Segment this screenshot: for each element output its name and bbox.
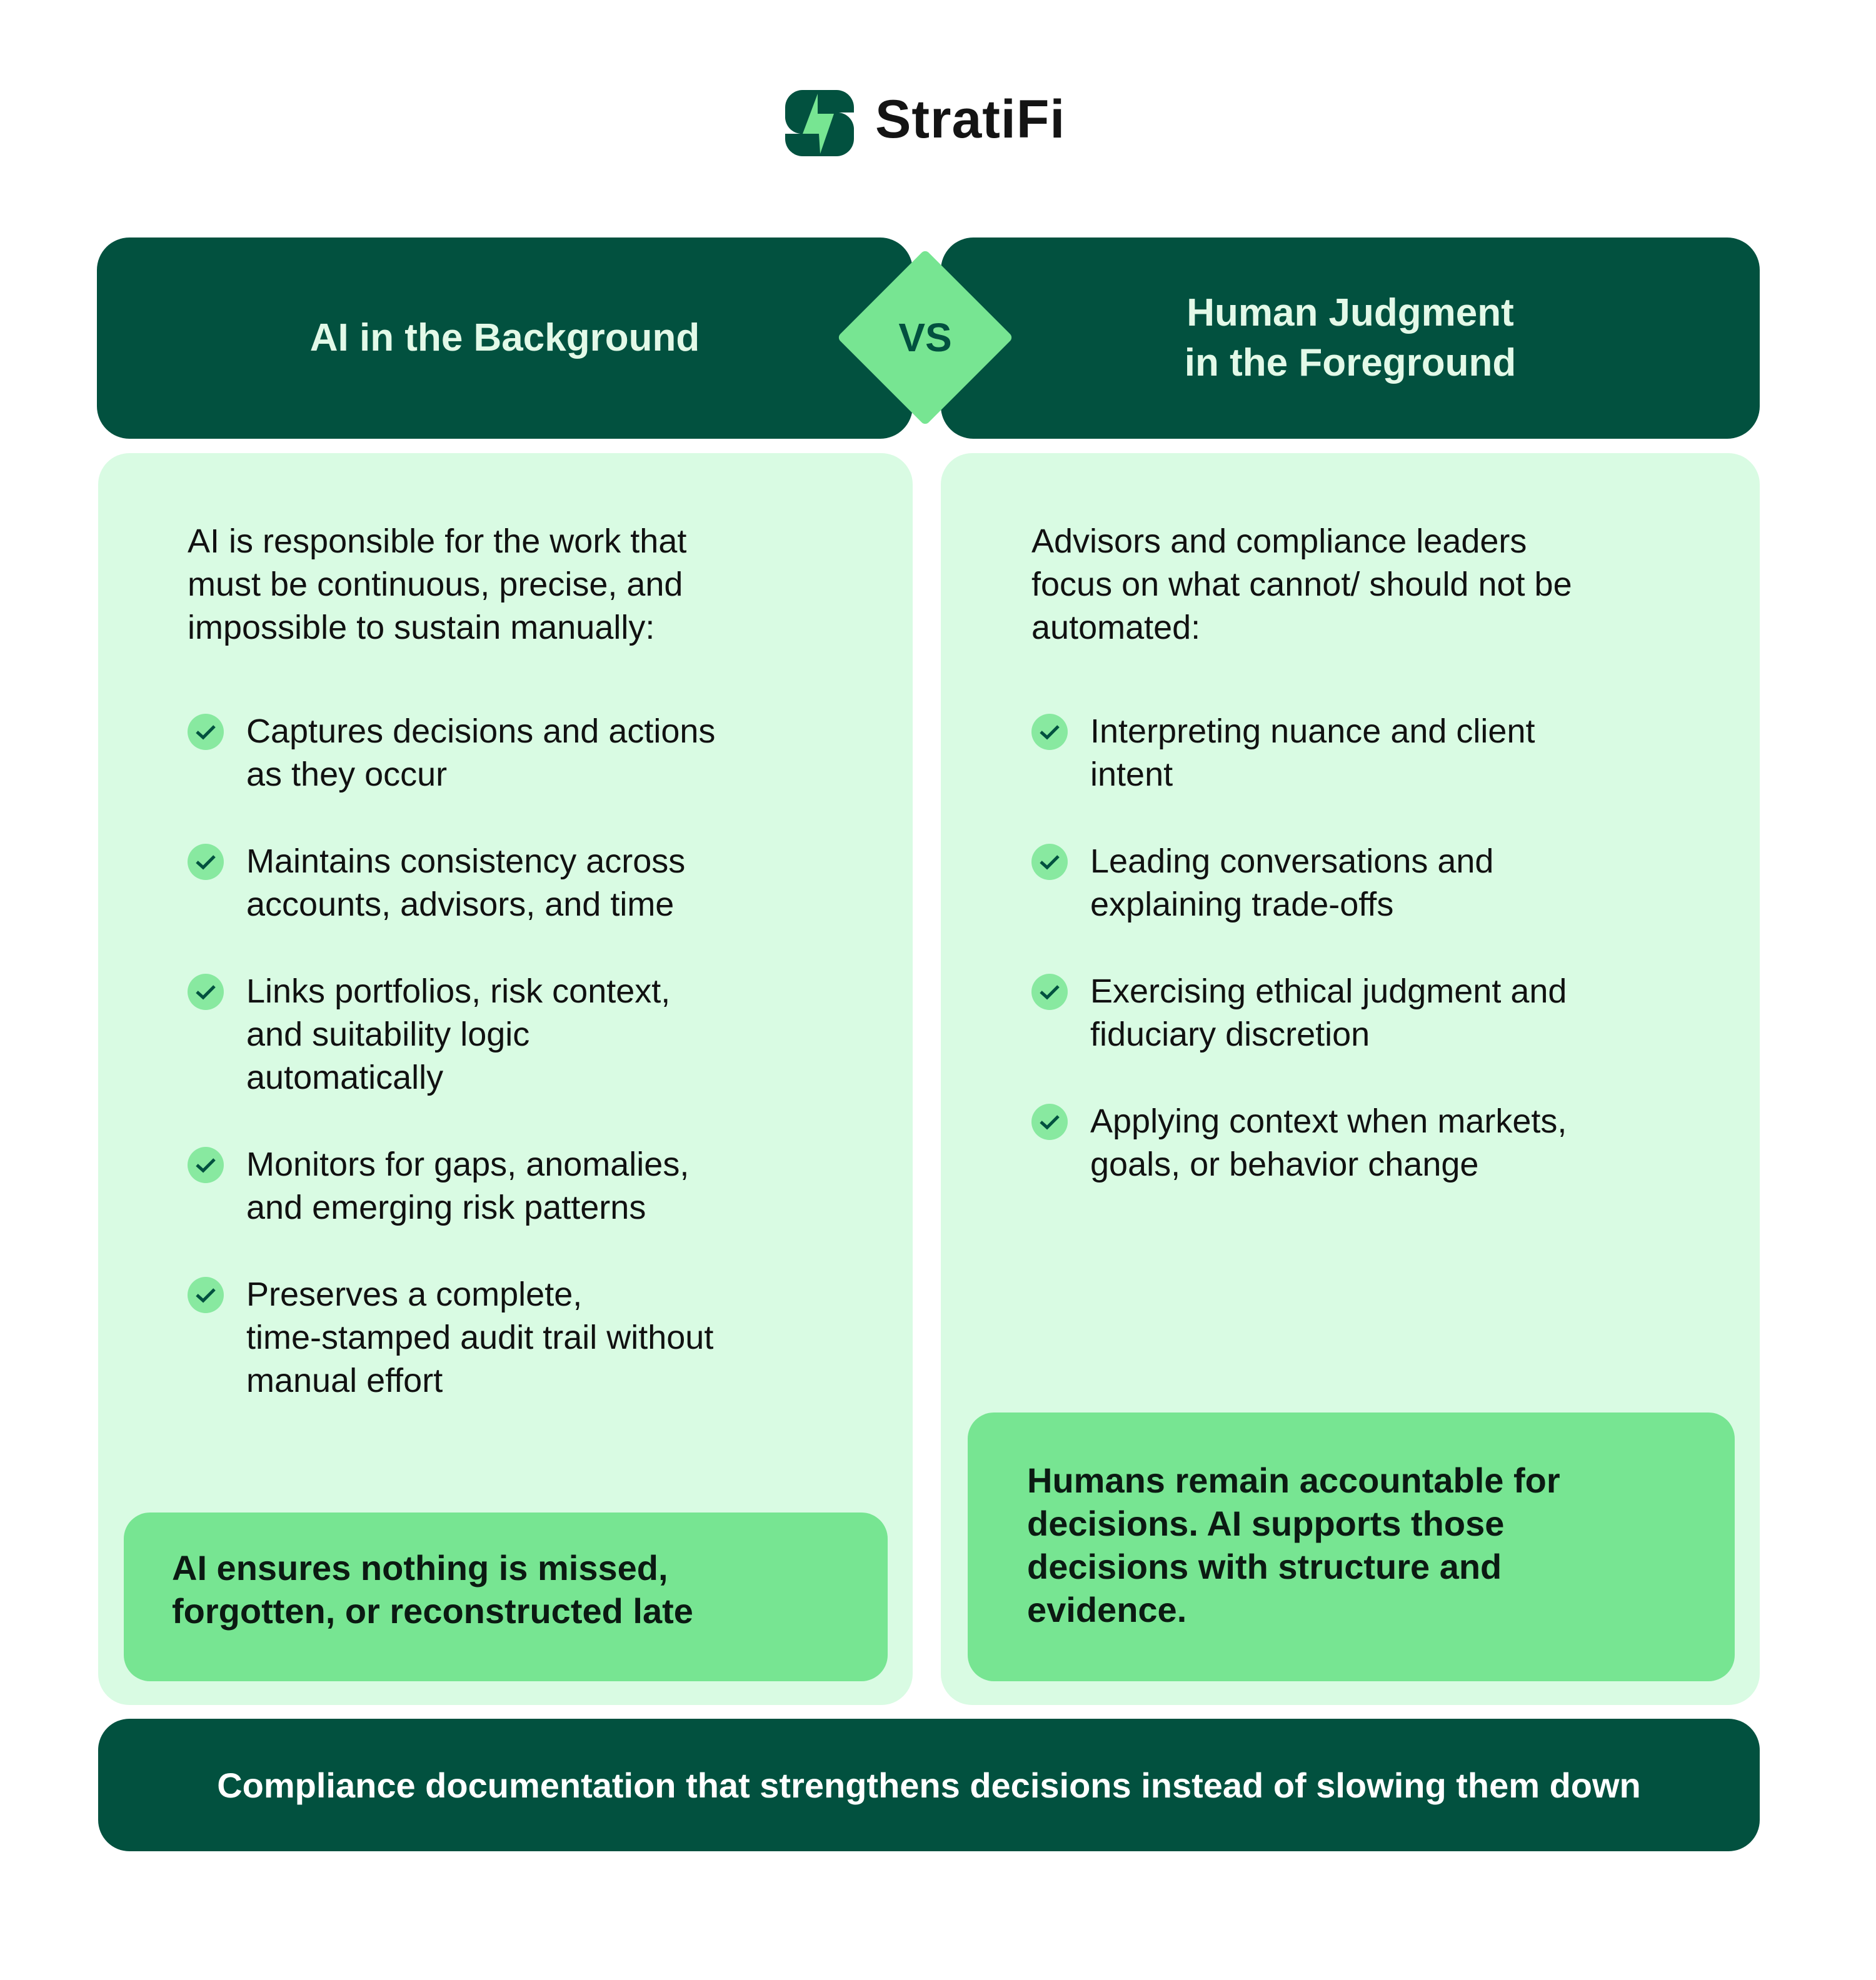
item-line: and suitability logic — [246, 1016, 530, 1053]
list-item: Links portfolios, risk context, and suita… — [188, 970, 715, 1099]
check-icon — [188, 1277, 224, 1313]
check-icon — [188, 714, 224, 750]
intro-line: Advisors and compliance leaders — [1031, 522, 1527, 560]
check-icon — [188, 844, 224, 880]
list-item: Leading conversations and explaining trad… — [1031, 840, 1567, 926]
list-item-text: Applying context when markets, goals, or … — [1090, 1100, 1567, 1186]
item-line: manual effort — [246, 1362, 443, 1399]
right-title-line: in the Foreground — [1184, 341, 1517, 384]
vs-badge: VS — [838, 251, 1012, 424]
right-title-line: Human Judgment — [1186, 291, 1514, 334]
callout-line: evidence. — [1027, 1590, 1187, 1629]
left-callout: AI ensures nothing is missed,forgotten, … — [124, 1512, 888, 1681]
check-icon — [1031, 844, 1068, 880]
right-header: Human Judgment in the Foreground — [941, 238, 1760, 439]
item-line: Exercising ethical judgment and — [1090, 972, 1567, 1010]
check-icon — [188, 1147, 224, 1183]
item-line: explaining trade-offs — [1090, 886, 1394, 923]
list-item: Applying context when markets, goals, or … — [1031, 1100, 1567, 1186]
left-header: AI in the Background — [97, 238, 913, 439]
check-icon — [188, 974, 224, 1010]
list-item-text: Exercising ethical judgment and fiduciary… — [1090, 970, 1567, 1056]
item-line: fiduciary discretion — [1090, 1016, 1370, 1053]
item-line: Leading conversations and — [1090, 842, 1494, 880]
intro-line: must be continuous, precise, and — [188, 566, 683, 603]
vs-label: VS — [898, 315, 951, 360]
left-title: AI in the Background — [309, 316, 700, 359]
right-callout: Humans remain accountable for decisions. … — [968, 1412, 1735, 1681]
item-line: accounts, advisors, and time — [246, 886, 675, 923]
callout-line: decisions with structure and — [1027, 1547, 1502, 1586]
list-item-text: Leading conversations and explaining trad… — [1090, 840, 1493, 926]
list-item: Monitors for gaps, anomalies, and emergin… — [188, 1143, 715, 1229]
left-intro: AI is responsible for the work that must … — [188, 520, 686, 649]
item-line: and emerging risk patterns — [246, 1189, 646, 1226]
item-line: goals, or behavior change — [1090, 1146, 1479, 1183]
list-item-text: Links portfolios, risk context, and suita… — [246, 970, 670, 1099]
item-line: Interpreting nuance and client — [1090, 712, 1535, 750]
footer-text: Compliance documentation that strengthen… — [217, 1765, 1641, 1805]
callout-line: forgotten, or reconstructed late — [172, 1591, 693, 1631]
footer-banner: Compliance documentation that strengthen… — [98, 1719, 1760, 1851]
item-line: automatically — [246, 1059, 444, 1096]
list-item: Interpreting nuance and client intent — [1031, 710, 1567, 796]
check-icon — [1031, 974, 1068, 1010]
intro-line: impossible to sustain manually: — [188, 609, 655, 646]
list-item-text: Preserves a complete, time-stamped audit … — [246, 1273, 713, 1402]
brand-name: StratiFi — [875, 89, 1066, 149]
item-line: Applying context when markets, — [1090, 1102, 1567, 1140]
list-item-text: Captures decisions and actions as they oc… — [246, 710, 715, 796]
right-intro: Advisors and compliance leaders focus on … — [1031, 520, 1572, 649]
item-line: Preserves a complete, — [246, 1276, 583, 1313]
list-item-text: Maintains consistency across accounts, ad… — [246, 840, 685, 926]
check-icon — [1031, 1104, 1068, 1140]
stratifi-logo-icon — [785, 90, 854, 156]
item-line: as they occur — [246, 756, 448, 793]
left-list: Captures decisions and actions as they oc… — [188, 710, 715, 1446]
intro-line: focus on what cannot/ should not be — [1031, 566, 1572, 603]
item-line: Captures decisions and actions — [246, 712, 716, 750]
intro-line: AI is responsible for the work that — [188, 522, 687, 560]
check-icon — [1031, 714, 1068, 750]
intro-line: automated: — [1031, 609, 1201, 646]
callout-line: Humans remain accountable for — [1027, 1461, 1560, 1500]
callout-line: AI ensures nothing is missed, — [172, 1548, 668, 1588]
list-item-text: Interpreting nuance and client intent — [1090, 710, 1535, 796]
list-item: Preserves a complete, time-stamped audit … — [188, 1273, 715, 1402]
callout-line: decisions. AI supports those — [1027, 1504, 1505, 1543]
item-line: intent — [1090, 756, 1173, 793]
item-line: Maintains consistency across — [246, 842, 686, 880]
list-item-text: Monitors for gaps, anomalies, and emergin… — [246, 1143, 689, 1229]
item-line: Monitors for gaps, anomalies, — [246, 1146, 690, 1183]
item-line: Links portfolios, risk context, — [246, 972, 671, 1010]
list-item: Maintains consistency across accounts, ad… — [188, 840, 715, 926]
left-panel — [98, 453, 913, 1705]
list-item: Captures decisions and actions as they oc… — [188, 710, 715, 796]
list-item: Exercising ethical judgment and fiduciary… — [1031, 970, 1567, 1056]
item-line: time-stamped audit trail without — [246, 1319, 714, 1356]
